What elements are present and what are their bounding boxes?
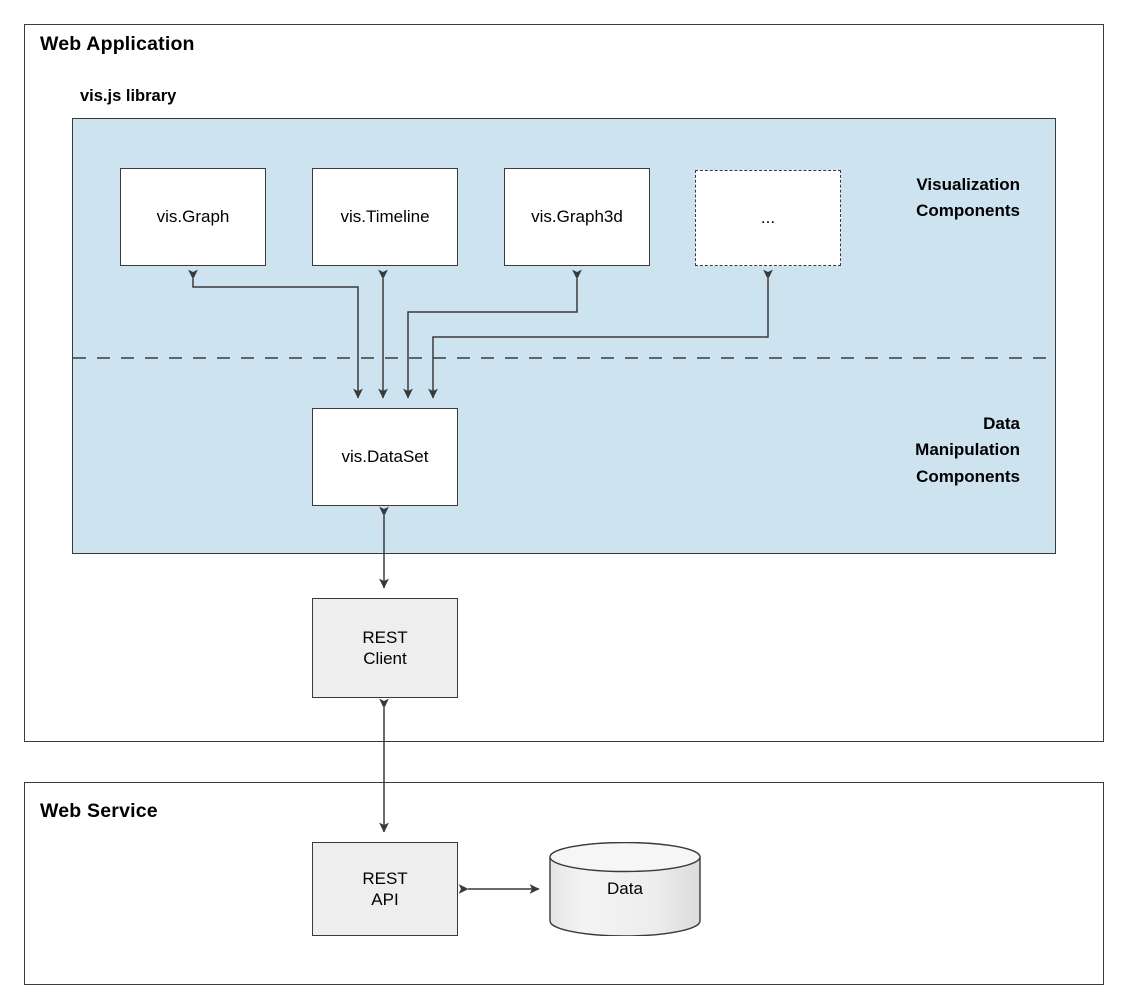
node-rest-client-label: REST Client [362,627,407,670]
visualization-label-line-1: Visualization [916,175,1020,194]
node-rest-api-label: REST API [362,868,407,911]
data-manipulation-label-line-2: Manipulation [915,440,1020,460]
node-vis-graph3d[interactable]: vis.Graph3d [504,168,650,266]
node-vis-graph3d-label: vis.Graph3d [531,207,623,227]
data-manipulation-label-line-1: Data [983,414,1020,433]
node-ellipsis-placeholder[interactable]: ... [695,170,841,266]
visualization-label-line-2: Components [916,201,1020,221]
data-manipulation-components-label: Data Manipulation Components [786,411,1020,490]
node-ellipsis-label: ... [760,208,776,228]
node-vis-graph-label: vis.Graph [156,207,230,227]
rest-api-line-2: API [371,890,399,909]
vis-js-library-title: vis.js library [80,87,177,105]
data-store-label: Data [607,879,643,898]
data-store-cylinder[interactable] [549,842,701,936]
node-vis-dataset-label: vis.DataSet [341,447,429,467]
data-store-label-wrap: Data [549,842,701,936]
node-vis-graph[interactable]: vis.Graph [120,168,266,266]
web-application-title: Web Application [40,33,195,55]
rest-client-line-2: Client [363,649,407,668]
node-vis-timeline[interactable]: vis.Timeline [312,168,458,266]
rest-client-line-1: REST [362,627,408,647]
node-rest-client[interactable]: REST Client [312,598,458,698]
visualization-components-label: Visualization Components [786,172,1020,225]
node-rest-api[interactable]: REST API [312,842,458,936]
web-service-title: Web Service [40,800,158,822]
node-vis-dataset[interactable]: vis.DataSet [312,408,458,506]
node-vis-timeline-label: vis.Timeline [340,207,430,227]
data-manipulation-label-line-3: Components [916,466,1020,486]
rest-api-line-1: REST [362,868,408,888]
